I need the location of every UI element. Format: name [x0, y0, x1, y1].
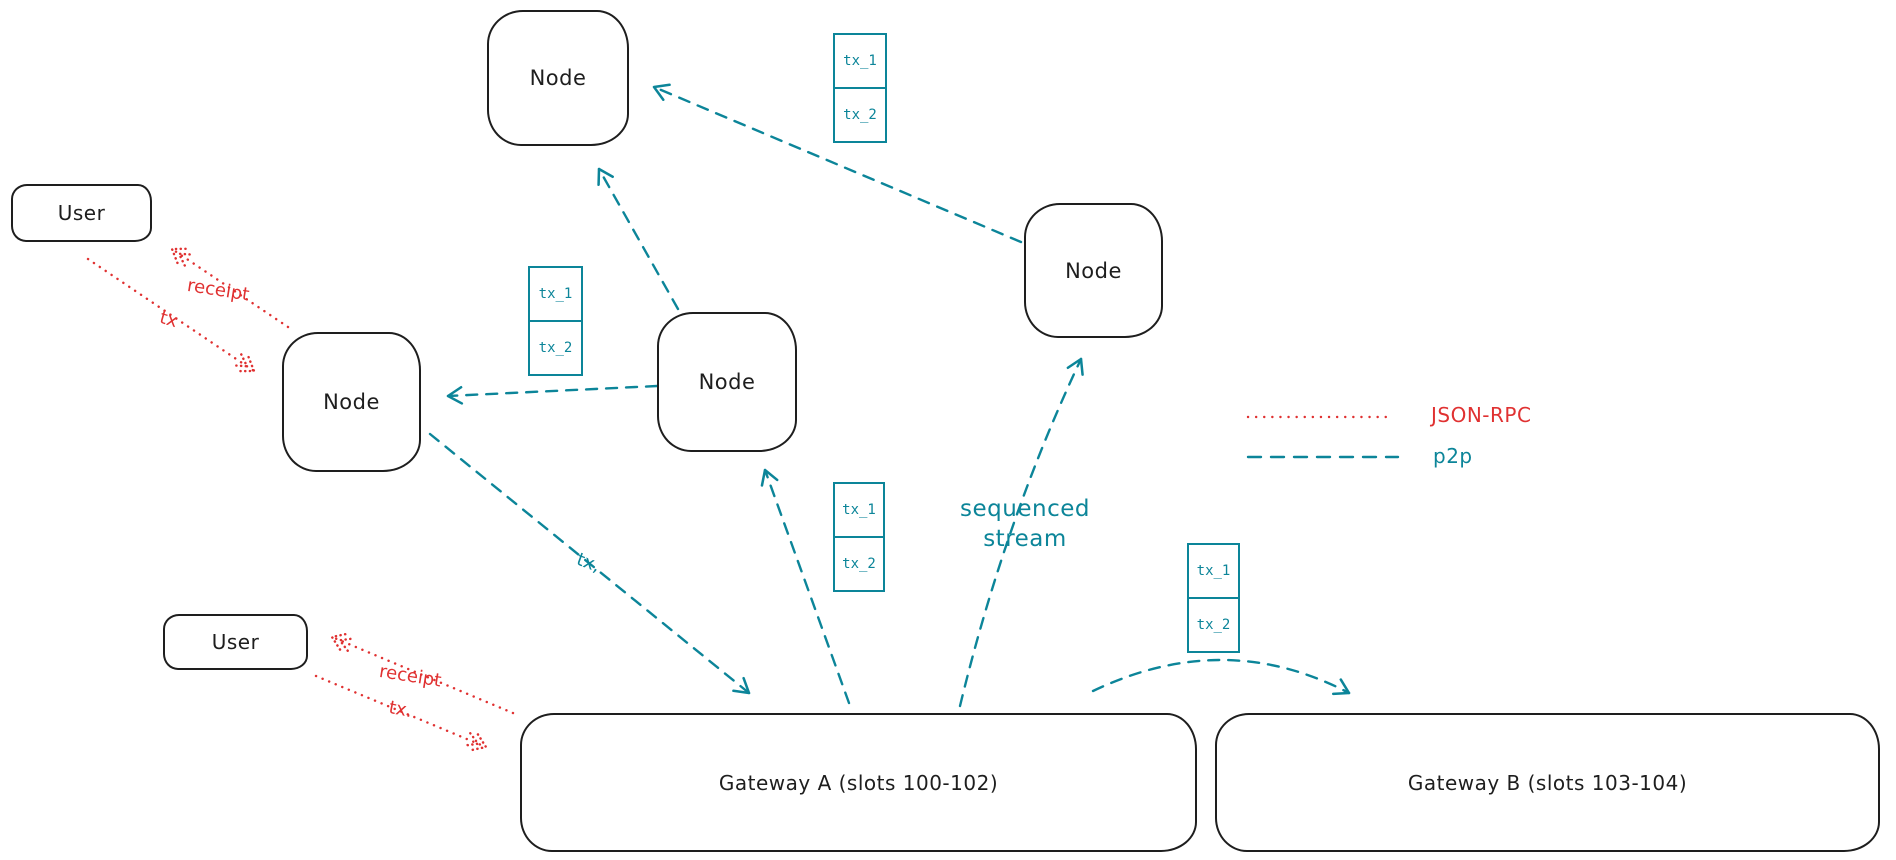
tx-stack-left: tx_1 tx_2: [528, 266, 583, 376]
sequenced-stream-annotation: sequenced stream: [940, 494, 1110, 554]
node-box-top: Node: [487, 10, 629, 146]
tx-cell: tx_1: [835, 484, 883, 538]
tx-stack-top: tx_1 tx_2: [833, 33, 887, 143]
node-label: Node: [1065, 258, 1122, 283]
user-label: User: [211, 630, 260, 654]
edge-label-tx-user1: tx: [157, 307, 181, 333]
user-label: User: [57, 201, 106, 225]
tx-cell: tx_1: [1189, 545, 1238, 599]
gateway-b-label: Gateway B (slots 103-104): [1407, 770, 1688, 795]
tx-cell: tx_1: [835, 35, 885, 89]
gateway-b-box: Gateway B (slots 103-104): [1215, 713, 1880, 852]
sequenced-stream-line1: sequenced: [960, 496, 1090, 522]
sequenced-stream-line2: stream: [983, 526, 1067, 552]
edge-label-receipt-user1: receipt: [185, 275, 251, 306]
tx-cell: tx_2: [842, 556, 876, 572]
edge-label-tx-user2: tx.: [386, 697, 415, 723]
p2p-edge-midnode-to-topnode: [597, 167, 680, 311]
tx-cell: tx_2: [843, 107, 877, 123]
node-box-right: Node: [1024, 203, 1163, 338]
node-box-left: Node: [282, 332, 421, 472]
user-box-top: User: [11, 184, 152, 242]
tx-cell: tx_2: [1196, 617, 1231, 633]
tx-stack-middle: tx_1 tx_2: [833, 482, 885, 592]
legend-label-p2p: p2p: [1433, 444, 1473, 468]
edge-label-tx-stream: tx,: [573, 549, 604, 577]
gateway-a-label: Gateway A (slots 100-102): [718, 770, 999, 795]
tx-stack-right: tx_1 tx_2: [1187, 543, 1240, 653]
p2p-edge-gateway-a-to-gateway-b: [1091, 658, 1351, 696]
gateway-a-box: Gateway A (slots 100-102): [520, 713, 1197, 852]
edge-label-receipt-user2: receipt: [377, 661, 443, 692]
node-label: Node: [529, 66, 587, 90]
node-label: Node: [323, 390, 380, 414]
p2p-edge-midnode-to-leftnode: [446, 384, 659, 405]
tx-cell: tx_2: [538, 340, 573, 356]
node-label: Node: [698, 370, 756, 394]
node-box-middle: Node: [657, 312, 797, 452]
user-box-bottom: User: [163, 614, 308, 670]
legend-label-json-rpc: JSON-RPC: [1431, 403, 1532, 427]
tx-cell: tx_1: [530, 268, 581, 322]
